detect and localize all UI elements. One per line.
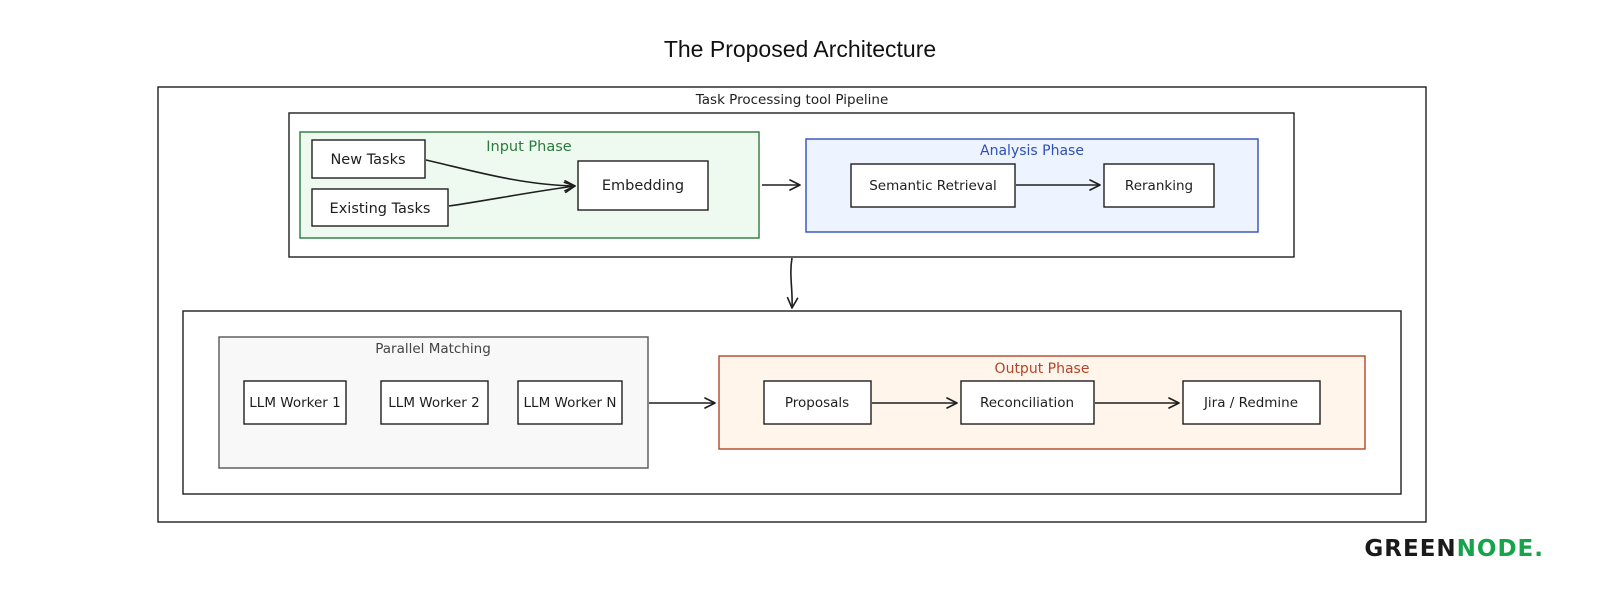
bottom-stage-container	[182, 310, 1402, 495]
input-phase-group: Input Phase New Tasks Existing Tasks Emb…	[299, 131, 760, 239]
parallel-matching-label: Parallel Matching	[375, 341, 491, 357]
llm-worker-2-node	[380, 380, 489, 425]
pipeline-label: Task Processing tool Pipeline	[695, 92, 889, 108]
arrow-new-tasks-to-embedding	[425, 159, 576, 192]
proposals-node	[763, 380, 872, 425]
reranking-label: Reranking	[1125, 178, 1193, 194]
reranking-node	[1103, 163, 1215, 208]
input-phase-label: Input Phase	[486, 139, 572, 155]
pipeline-frame	[157, 86, 1427, 523]
llm-worker-n-label: LLM Worker N	[524, 395, 617, 411]
new-tasks-node	[311, 139, 426, 179]
greennode-logo: GREENNODE.	[1364, 536, 1544, 562]
new-tasks-label: New Tasks	[330, 152, 405, 168]
analysis-phase-label: Analysis Phase	[980, 143, 1084, 159]
proposals-label: Proposals	[785, 395, 849, 411]
embedding-node	[577, 160, 709, 211]
llm-worker-1-node	[243, 380, 347, 425]
llm-worker-1-label: LLM Worker 1	[249, 395, 340, 411]
reconciliation-label: Reconciliation	[980, 395, 1074, 411]
existing-tasks-node	[311, 188, 449, 227]
jira-redmine-label: Jira / Redmine	[1203, 395, 1298, 411]
semantic-retrieval-label: Semantic Retrieval	[869, 178, 997, 194]
reconciliation-node	[960, 380, 1095, 425]
page-title: The Proposed Architecture	[663, 36, 937, 62]
analysis-phase-group: Analysis Phase Semantic Retrieval Rerank…	[805, 138, 1259, 233]
logo-part-2: NODE.	[1456, 536, 1544, 562]
llm-worker-n-node	[517, 380, 623, 425]
output-phase-group: Output Phase Proposals Reconciliation Ji…	[718, 355, 1366, 450]
llm-worker-2-label: LLM Worker 2	[388, 395, 479, 411]
arrow-existing-tasks-to-embedding	[448, 181, 576, 207]
arrow-top-to-bottom	[786, 257, 799, 309]
jira-redmine-node	[1182, 380, 1321, 425]
top-stage-container	[288, 112, 1295, 258]
existing-tasks-label: Existing Tasks	[330, 201, 431, 217]
semantic-retrieval-node	[850, 163, 1016, 208]
embedding-label: Embedding	[602, 178, 684, 194]
output-phase-label: Output Phase	[995, 361, 1090, 377]
logo-part-1: GREEN	[1364, 536, 1457, 562]
parallel-matching-group: Parallel Matching LLM Worker 1 LLM Worke…	[218, 336, 649, 469]
